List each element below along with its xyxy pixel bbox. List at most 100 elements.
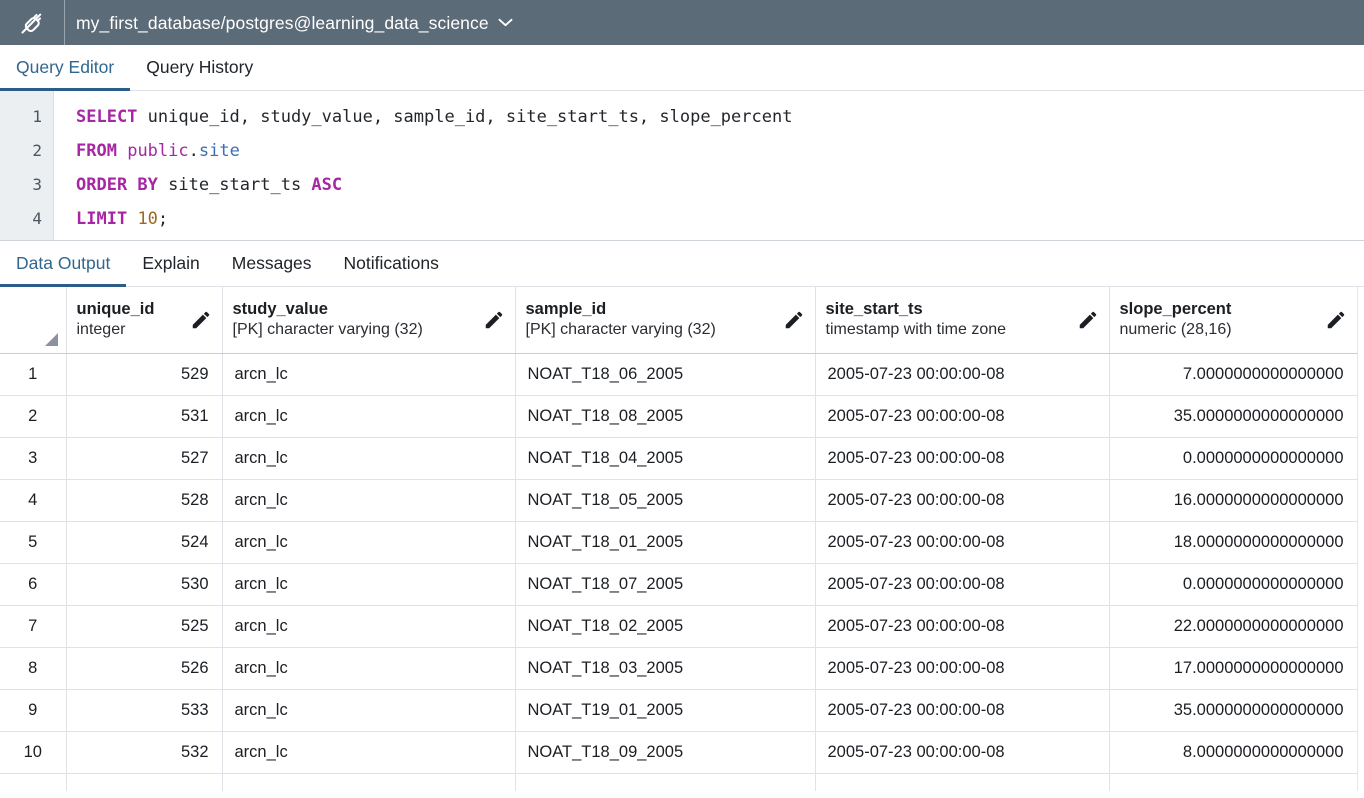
cell-slope_percent[interactable]: 8.0000000000000000 — [1109, 731, 1358, 774]
pencil-icon[interactable] — [483, 309, 505, 331]
cell-study_value[interactable]: arcn_lc — [222, 479, 516, 522]
chevron-down-icon[interactable] — [498, 11, 513, 32]
cell-study_value[interactable]: arcn_lc — [222, 689, 516, 732]
row-index-cell[interactable]: 1 — [0, 353, 67, 396]
tab-query-history[interactable]: Query History — [130, 45, 269, 90]
select-all-triangle-icon[interactable] — [44, 332, 58, 346]
cell-sample_id[interactable]: NOAT_T18_08_2005 — [515, 395, 816, 438]
cell-sample_id[interactable]: NOAT_T18_05_2005 — [515, 479, 816, 522]
row-index-cell[interactable]: 7 — [0, 605, 67, 648]
cell-study_value[interactable]: arcn_lc — [222, 353, 516, 396]
cell-site_start_ts[interactable]: 2005-07-23 00:00:00-08 — [815, 479, 1110, 522]
cell-unique_id[interactable]: 526 — [66, 647, 223, 690]
row-index-cell[interactable]: 2 — [0, 395, 67, 438]
row-index-cell[interactable]: 3 — [0, 437, 67, 480]
tab-data-output[interactable]: Data Output — [0, 241, 127, 287]
cell-unique_id[interactable]: 524 — [66, 521, 223, 564]
row-index-cell[interactable] — [0, 773, 67, 791]
grid-vertical-scrollbar[interactable] — [1357, 287, 1364, 791]
cell-site_start_ts[interactable]: 2005-07-23 00:00:00-08 — [815, 353, 1110, 396]
column-header-sample_id[interactable]: sample_id [PK] character varying (32) — [515, 287, 816, 354]
column-header-study_value[interactable]: study_value [PK] character varying (32) — [222, 287, 516, 354]
cell-site_start_ts[interactable]: 2005-07-23 00:00:00-08 — [815, 731, 1110, 774]
sql-editor[interactable]: 1 2 3 4 SELECT unique_id, study_value, s… — [0, 91, 1364, 241]
cell-slope_percent[interactable]: 16.0000000000000000 — [1109, 479, 1358, 522]
cell-unique_id[interactable]: 528 — [66, 479, 223, 522]
column-header-slope_percent[interactable]: slope_percent numeric (28,16) — [1109, 287, 1358, 354]
cell-sample_id[interactable]: NOAT_T18_03_2005 — [515, 647, 816, 690]
cell-unique_id[interactable]: 527 — [66, 437, 223, 480]
cell-unique_id[interactable] — [66, 773, 223, 791]
connection-status-button[interactable] — [0, 0, 64, 45]
cell-site_start_ts[interactable]: 2005-07-23 00:00:00-08 — [815, 647, 1110, 690]
cell-slope_percent[interactable]: 7.0000000000000000 — [1109, 353, 1358, 396]
cell-sample_id[interactable] — [515, 773, 816, 791]
cell-study_value[interactable]: arcn_lc — [222, 437, 516, 480]
cell-sample_id[interactable]: NOAT_T19_01_2005 — [515, 689, 816, 732]
cell-sample_id[interactable]: NOAT_T18_06_2005 — [515, 353, 816, 396]
cell-slope_percent[interactable]: 35.0000000000000000 — [1109, 689, 1358, 732]
cell-unique_id[interactable]: 531 — [66, 395, 223, 438]
cell-site_start_ts[interactable]: 2005-07-23 00:00:00-08 — [815, 395, 1110, 438]
tab-query-editor[interactable]: Query Editor — [0, 45, 131, 91]
cell-site_start_ts[interactable]: 2005-07-23 00:00:00-08 — [815, 563, 1110, 606]
cell-study_value[interactable]: arcn_lc — [222, 521, 516, 564]
column-header-unique_id[interactable]: unique_id integer — [66, 287, 223, 354]
table-row[interactable] — [0, 773, 1358, 791]
cell-unique_id[interactable]: 529 — [66, 353, 223, 396]
row-index-cell[interactable]: 10 — [0, 731, 67, 774]
cell-sample_id[interactable]: NOAT_T18_04_2005 — [515, 437, 816, 480]
cell-site_start_ts[interactable] — [815, 773, 1110, 791]
row-index-cell[interactable]: 6 — [0, 563, 67, 606]
cell-unique_id[interactable]: 525 — [66, 605, 223, 648]
tab-notifications[interactable]: Notifications — [328, 241, 455, 286]
pencil-icon[interactable] — [1077, 309, 1099, 331]
cell-slope_percent[interactable]: 0.0000000000000000 — [1109, 563, 1358, 606]
cell-study_value[interactable]: arcn_lc — [222, 395, 516, 438]
grid-scrollbar-thumb[interactable] — [1358, 353, 1364, 683]
cell-study_value[interactable]: arcn_lc — [222, 731, 516, 774]
cell-slope_percent[interactable]: 17.0000000000000000 — [1109, 647, 1358, 690]
cell-site_start_ts[interactable]: 2005-07-23 00:00:00-08 — [815, 521, 1110, 564]
cell-site_start_ts[interactable]: 2005-07-23 00:00:00-08 — [815, 605, 1110, 648]
cell-study_value[interactable]: arcn_lc — [222, 605, 516, 648]
column-header-site_start_ts[interactable]: site_start_ts timestamp with time zone — [815, 287, 1110, 354]
cell-site_start_ts[interactable]: 2005-07-23 00:00:00-08 — [815, 689, 1110, 732]
cell-slope_percent[interactable]: 0.0000000000000000 — [1109, 437, 1358, 480]
tab-explain[interactable]: Explain — [126, 241, 215, 286]
connection-title[interactable]: my_first_database/postgres@learning_data… — [65, 11, 513, 34]
tab-messages[interactable]: Messages — [216, 241, 328, 286]
cell-study_value[interactable] — [222, 773, 516, 791]
cell-slope_percent[interactable]: 18.0000000000000000 — [1109, 521, 1358, 564]
cell-slope_percent[interactable] — [1109, 773, 1358, 791]
cell-unique_id[interactable]: 533 — [66, 689, 223, 732]
row-index-cell[interactable]: 8 — [0, 647, 67, 690]
cell-sample_id[interactable]: NOAT_T18_09_2005 — [515, 731, 816, 774]
cell-sample_id[interactable]: NOAT_T18_07_2005 — [515, 563, 816, 606]
grid-select-all-cell[interactable] — [0, 287, 67, 354]
cell-unique_id[interactable]: 532 — [66, 731, 223, 774]
sql-code-area[interactable]: SELECT unique_id, study_value, sample_id… — [54, 91, 1364, 240]
cell-slope_percent[interactable]: 35.0000000000000000 — [1109, 395, 1358, 438]
cell-site_start_ts[interactable]: 2005-07-23 00:00:00-08 — [815, 437, 1110, 480]
row-index-cell[interactable]: 5 — [0, 521, 67, 564]
cell-slope_percent[interactable]: 22.0000000000000000 — [1109, 605, 1358, 648]
cell-unique_id[interactable]: 530 — [66, 563, 223, 606]
row-index-cell[interactable]: 4 — [0, 479, 67, 522]
pencil-icon[interactable] — [783, 309, 805, 331]
pencil-icon[interactable] — [1325, 309, 1347, 331]
cell-study_value[interactable]: arcn_lc — [222, 647, 516, 690]
pencil-icon[interactable] — [190, 309, 212, 331]
row-index-cell[interactable]: 9 — [0, 689, 67, 732]
cell-sample_id[interactable]: NOAT_T18_02_2005 — [515, 605, 816, 648]
